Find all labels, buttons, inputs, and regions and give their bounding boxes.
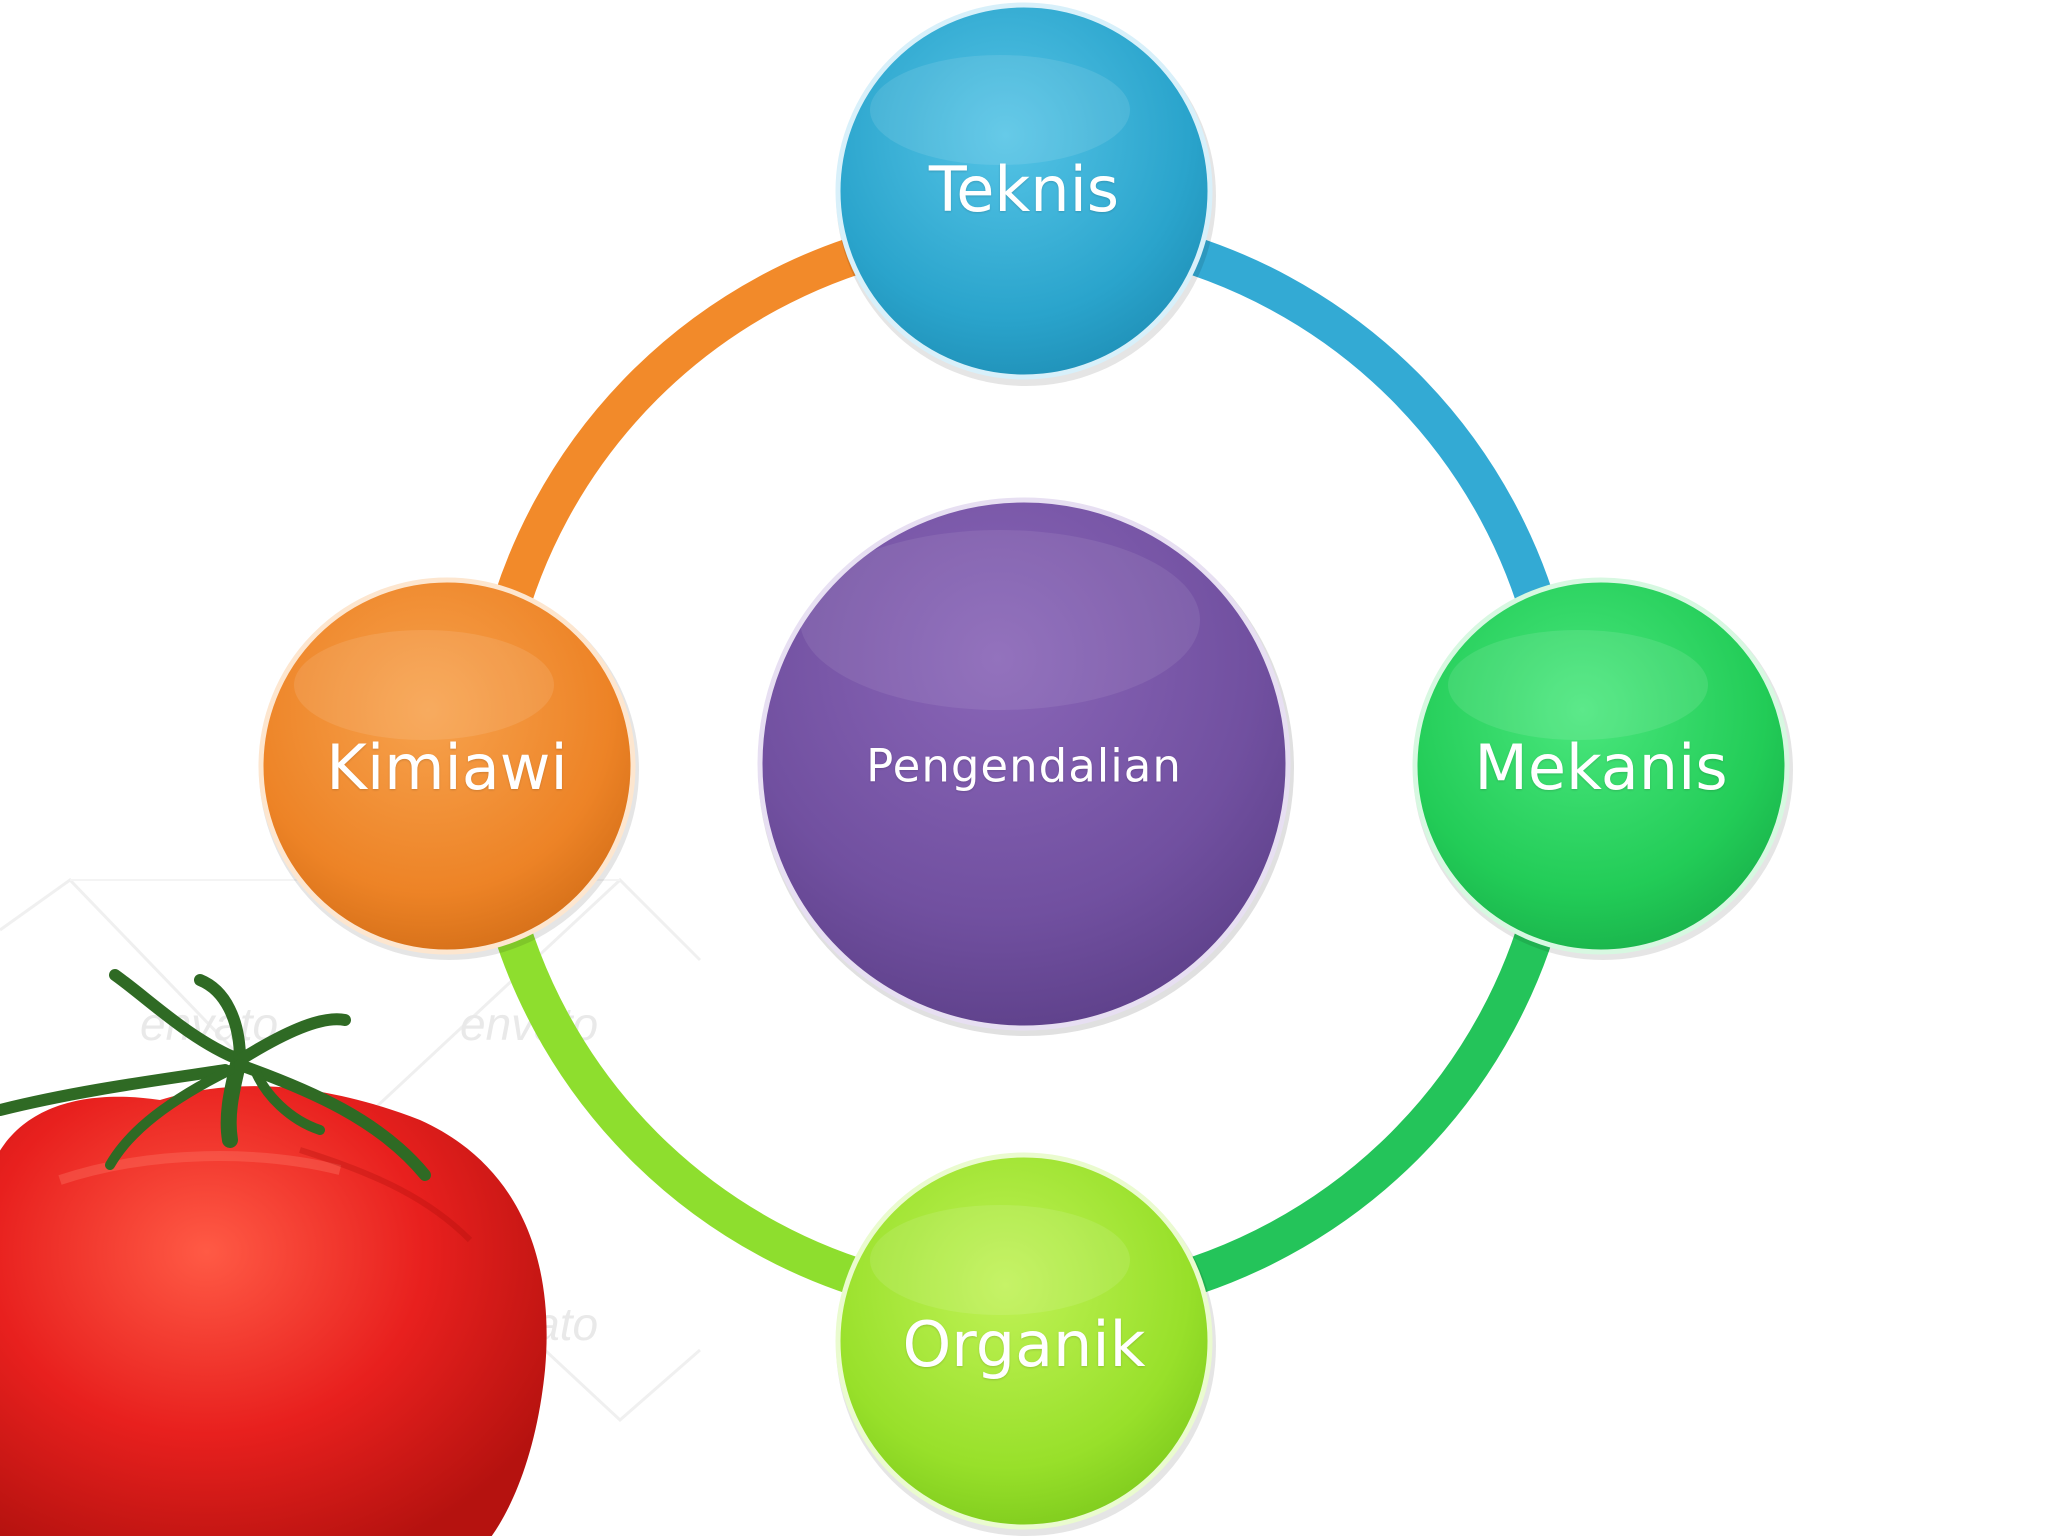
node-label-kimiawi: Kimiawi — [326, 731, 568, 804]
tomato-image — [0, 969, 547, 1536]
node-label-mekanis: Mekanis — [1474, 731, 1728, 804]
arc-kimiawi-teknis — [480, 222, 927, 669]
arc-teknis-mekanis — [1121, 222, 1568, 669]
center-node — [757, 497, 1294, 1036]
node-label-teknis: Teknis — [928, 153, 1120, 226]
node-organik — [835, 1152, 1216, 1536]
center-label: Pengendalian — [866, 739, 1182, 793]
tomato-stem-icon — [0, 969, 431, 1181]
arc-mekanis-organik — [1121, 863, 1568, 1310]
node-kimiawi — [258, 577, 639, 960]
node-label-organik: Organik — [902, 1308, 1146, 1381]
arc-organik-kimiawi — [480, 863, 927, 1310]
connector-ring — [480, 222, 1568, 1310]
node-teknis — [835, 2, 1216, 386]
node-mekanis — [1412, 577, 1793, 960]
